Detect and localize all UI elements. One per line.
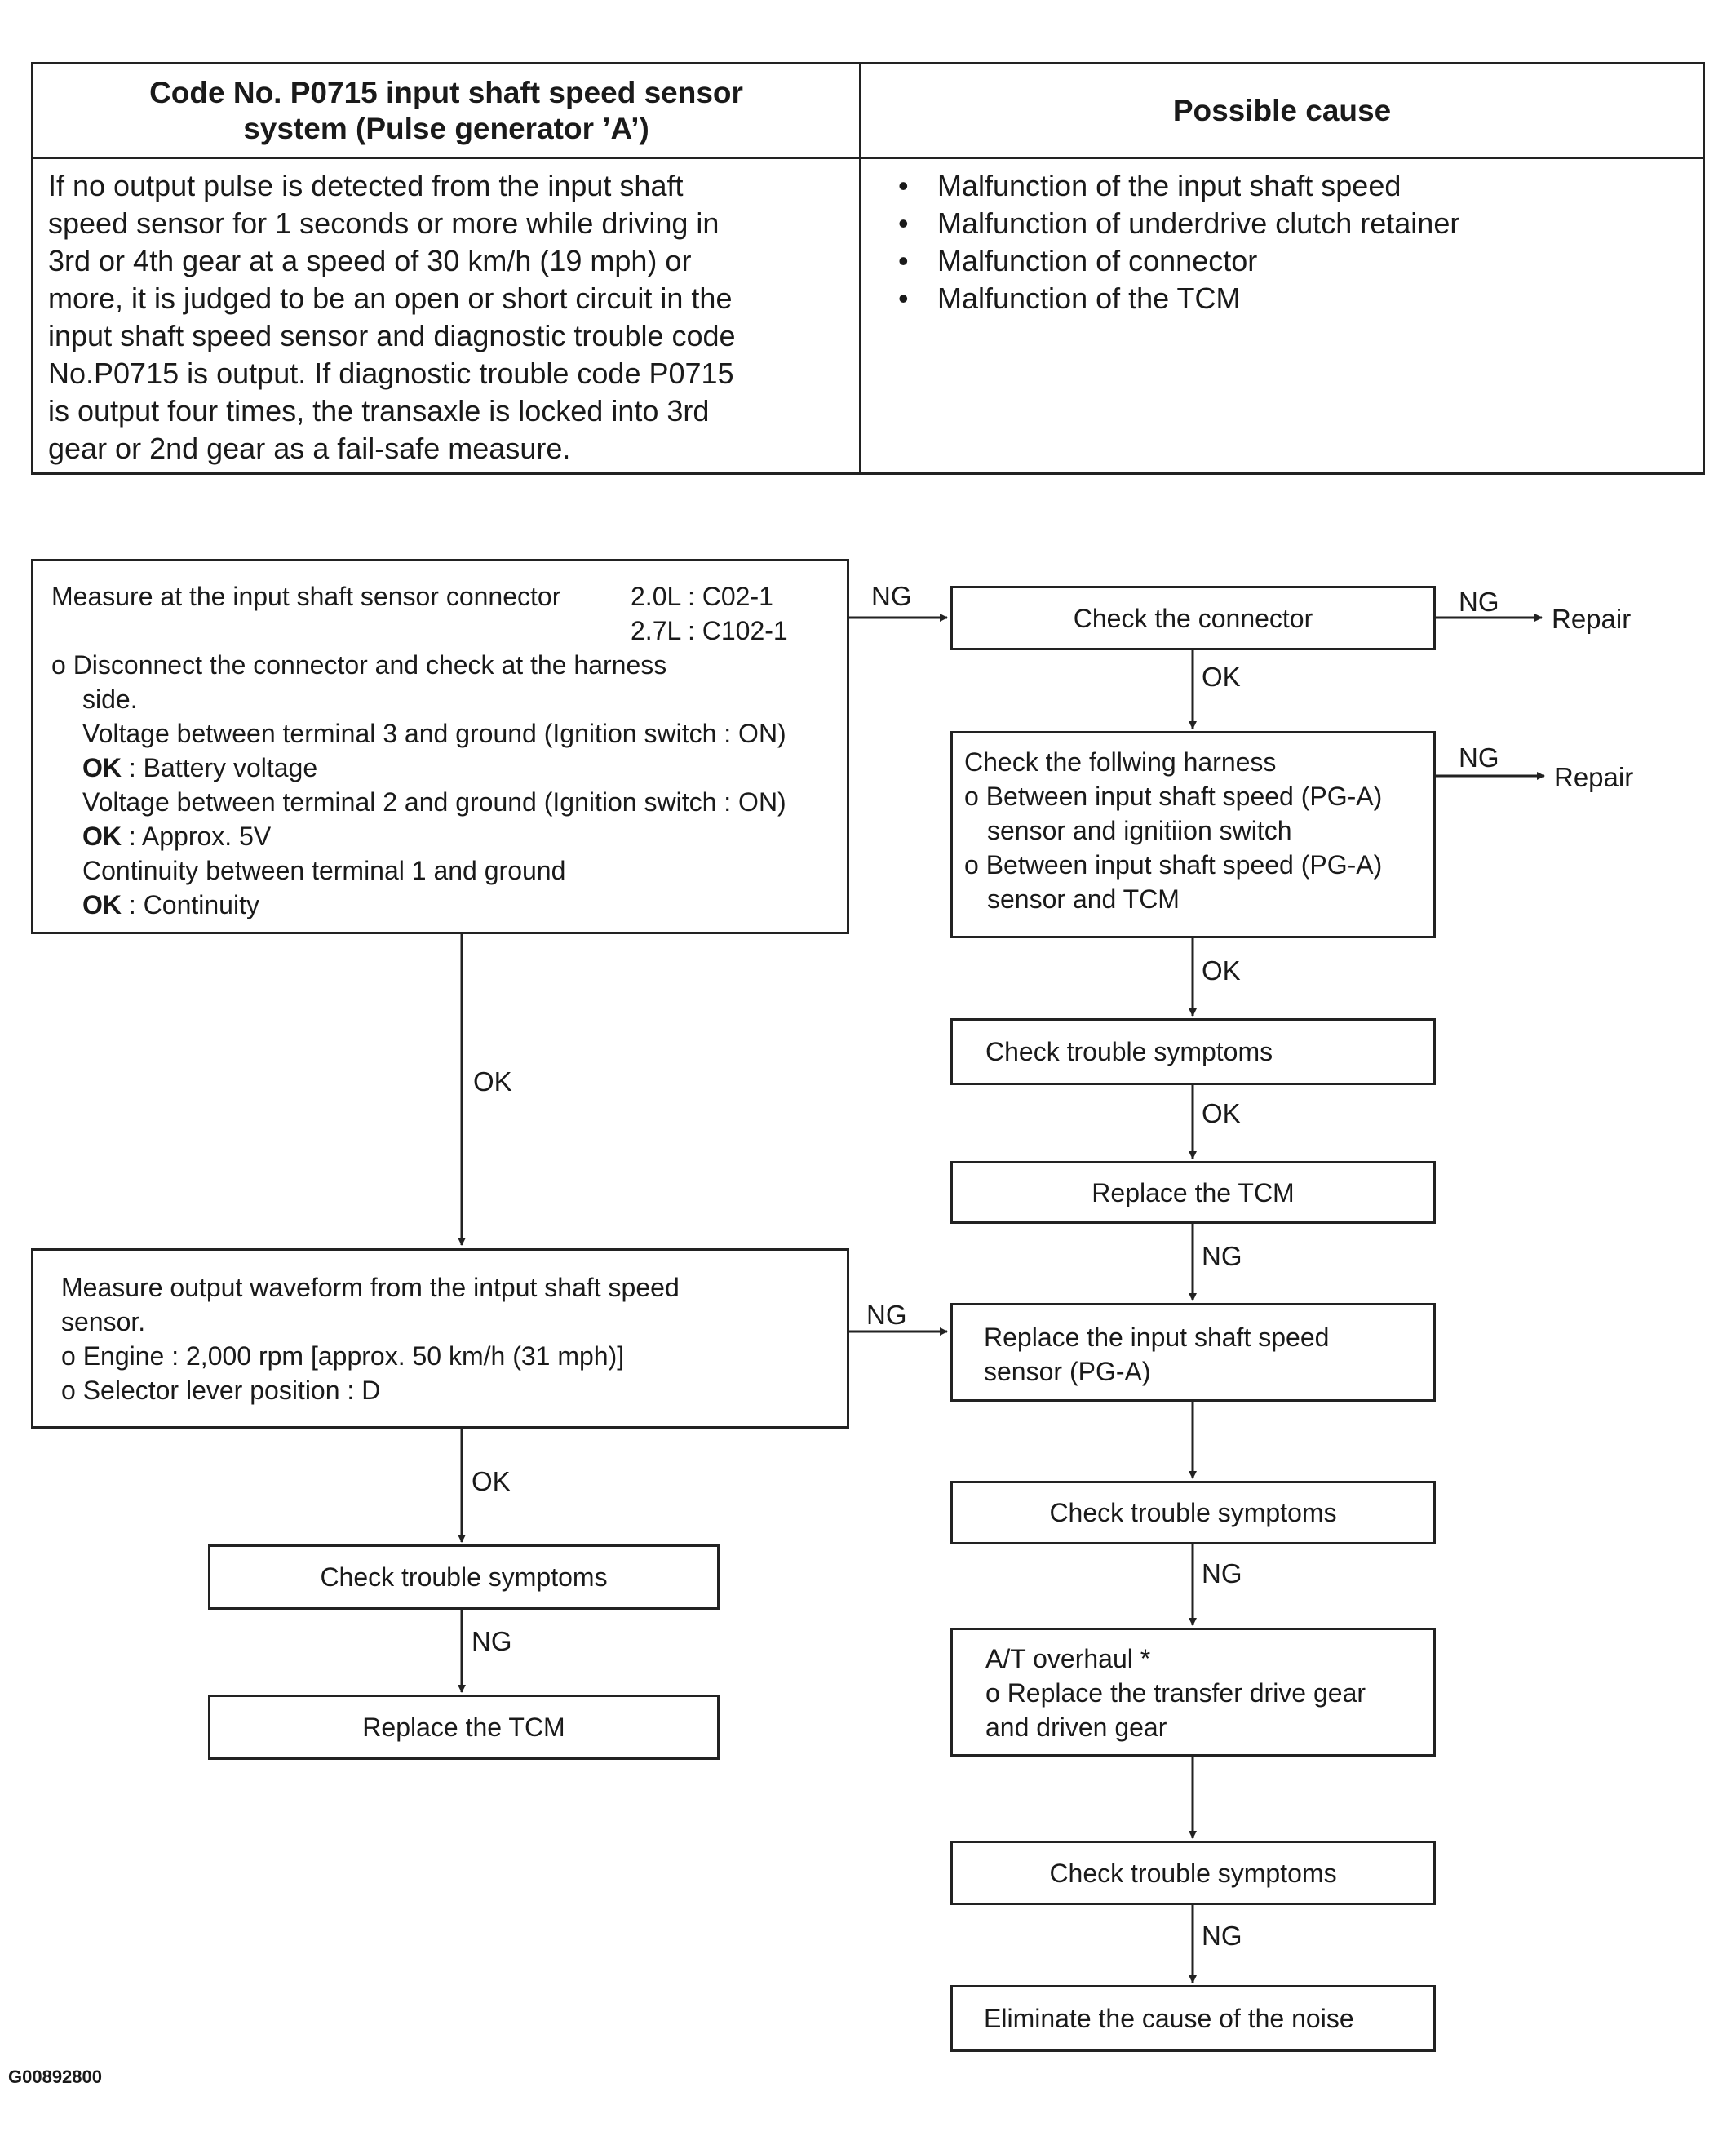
ok-edge-label: OK [472,1466,511,1496]
check-trouble-symptoms-1: Check trouble symptoms [950,1018,1436,1085]
check-harness-box: Check the follwing harness o Between inp… [950,731,1436,938]
ng-label: NG [871,581,912,611]
cause-item: Malfunction of the TCM [898,280,1459,317]
check-connector-box: Check the connector [950,586,1436,650]
overhaul-title: A/T overhaul * [985,1644,1151,1673]
measure-connector-box: Measure at the input shaft sensor connec… [31,559,849,934]
figure-id: G00892800 [8,2067,102,2087]
ok-label: OK [82,890,122,919]
ok-edge-label: OK [473,1066,512,1097]
measure-connector-spec-2-7l: 2.7L : C102-1 [631,616,788,645]
description-line: gear or 2nd gear as a fail-safe measure. [48,432,571,465]
check-trouble-symptoms-3: Check trouble symptoms [950,1841,1436,1905]
ng-label: NG [1202,1921,1242,1951]
approx-5v-spec: : Approx. 5V [122,822,272,851]
replace-sensor-line1: Replace the input shaft speed [984,1323,1330,1352]
harness-check-item-cont: sensor and TCM [987,884,1180,914]
table-header-cause: Possible cause [1172,93,1392,127]
overhaul-box: A/T overhaul * o Replace the transfer dr… [950,1628,1436,1757]
ng-label: NG [1202,1558,1242,1588]
ok-label: OK [82,822,122,851]
replace-sensor-line2: sensor (PG-A) [984,1357,1151,1386]
ng-label: NG [1459,742,1499,773]
possible-cause-list: Malfunction of the input shaft speed Mal… [898,167,1459,317]
measure-connector-step-cont: side. [82,685,138,714]
harness-check-item-cont: sensor and ignitiion switch [987,816,1292,845]
eliminate-noise-box: Eliminate the cause of the noise [950,1985,1436,2052]
replace-tcm-left: Replace the TCM [208,1695,720,1760]
description-line: speed sensor for 1 seconds or more while… [48,206,720,240]
cause-item: Malfunction of connector [898,242,1459,280]
voltage-terminal-2: Voltage between terminal 2 and ground (I… [82,787,786,817]
description-line: more, it is judged to be an open or shor… [48,281,733,315]
description-line: is output four times, the transaxle is l… [48,394,710,428]
description-line: 3rd or 4th gear at a speed of 30 km/h (1… [48,244,692,277]
engine-rpm-condition: o Engine : 2,000 rpm [approx. 50 km/h (3… [61,1341,625,1371]
repair-label-1: Repair [1552,604,1632,634]
measure-connector-step: o Disconnect the connector and check at … [51,650,667,680]
replace-tcm-right: Replace the TCM [950,1161,1436,1224]
ok-label: OK [82,753,122,782]
repair-label-2: Repair [1554,762,1634,792]
measure-connector-spec-2-0l: 2.0L : C02-1 [631,582,773,611]
ng-label: NG [472,1626,512,1656]
ng-label: NG [1202,1241,1242,1271]
description-line: If no output pulse is detected from the … [48,169,684,202]
check-harness-title: Check the follwing harness [964,747,1277,777]
table-divider-horizontal [33,157,1703,159]
continuity-terminal-1: Continuity between terminal 1 and ground [82,856,566,885]
ok-edge-label: OK [1202,955,1241,986]
selector-lever-condition: o Selector lever position : D [61,1376,381,1405]
harness-check-item: o Between input shaft speed (PG-A) [964,850,1383,880]
code-description: If no output pulse is detected from the … [48,167,844,467]
ng-label: NG [866,1300,907,1330]
cause-item: Malfunction of underdrive clutch retaine… [898,205,1459,242]
measure-connector-line1: Measure at the input shaft sensor connec… [51,582,561,611]
overhaul-step-cont: and driven gear [985,1713,1167,1742]
continuity-spec: : Continuity [122,890,259,919]
ok-edge-label: OK [1202,1098,1241,1128]
measure-waveform-line2: sensor. [61,1307,146,1336]
table-header-code-line2: system (Pulse generator ’A’) [243,111,649,145]
description-line: No.P0715 is output. If diagnostic troubl… [48,357,734,390]
code-table: Code No. P0715 input shaft speed sensor … [31,62,1705,475]
cause-item: Malfunction of the input shaft speed [898,167,1459,205]
harness-check-item: o Between input shaft speed (PG-A) [964,782,1383,811]
voltage-terminal-3: Voltage between terminal 3 and ground (I… [82,719,786,748]
ok-edge-label: OK [1202,662,1241,692]
measure-waveform-box: Measure output waveform from the intput … [31,1248,849,1429]
description-line: input shaft speed sensor and diagnostic … [48,319,736,352]
battery-voltage-spec: : Battery voltage [122,753,318,782]
check-trouble-symptoms-2: Check trouble symptoms [950,1481,1436,1544]
measure-waveform-line1: Measure output waveform from the intput … [61,1273,680,1302]
ng-label: NG [1459,587,1499,617]
table-header-code-line1: Code No. P0715 input shaft speed sensor [149,75,743,109]
table-divider-vertical [859,64,861,472]
check-trouble-symptoms-left: Check trouble symptoms [208,1544,720,1610]
replace-sensor-box: Replace the input shaft speed sensor (PG… [950,1303,1436,1402]
table-header-code: Code No. P0715 input shaft speed sensor … [33,64,859,157]
overhaul-step: o Replace the transfer drive gear [985,1678,1366,1708]
